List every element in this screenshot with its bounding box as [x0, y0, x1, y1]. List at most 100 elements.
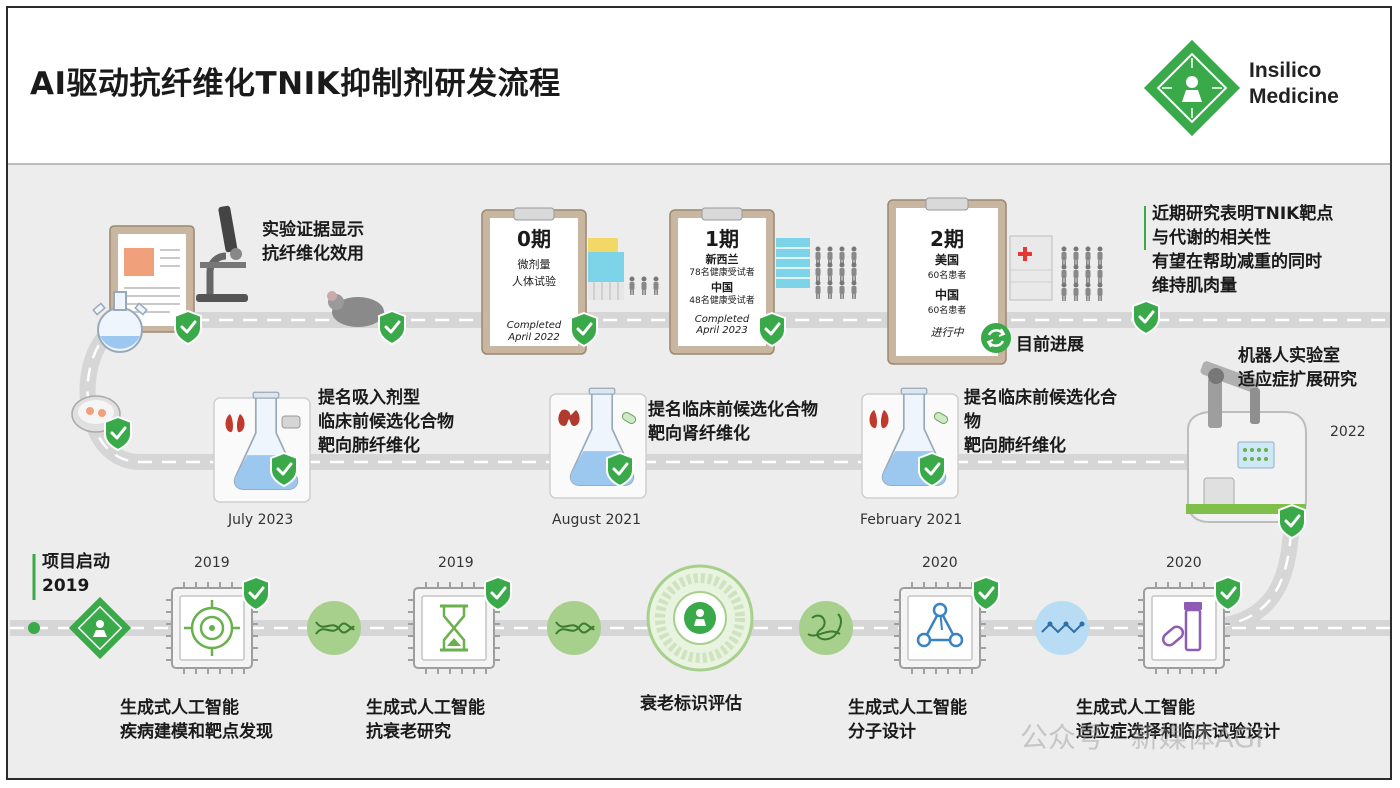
lung-line-2: 物: [964, 412, 981, 432]
page-title: AI驱动抗纤维化TNIK抑制剂研发流程: [30, 66, 561, 102]
research-line-3: 有望在帮助减重的同时: [1152, 252, 1322, 272]
insilico-logo-small-icon: [68, 596, 132, 660]
aging-line-2: 抗衰老研究: [366, 722, 451, 742]
bar-equipment-icon: [776, 238, 810, 288]
research-line-1: 近期研究表明TNIK靶点: [1152, 204, 1334, 224]
phase-2-place-2: 中国: [934, 288, 959, 302]
frame: [6, 6, 1392, 780]
lung-candidate-card: [861, 387, 959, 499]
molecule-line-2: 分子设计: [848, 722, 916, 742]
robot-lab-caption: 机器人实验室 适应症扩展研究: [1238, 344, 1357, 392]
kidney-caption: 提名临床前候选化合物 靶向肾纤维化: [648, 398, 818, 446]
phase-2-place-1: 美国: [934, 253, 959, 267]
phase-1-detail-2: 48名健康受试者: [689, 296, 755, 306]
trial-caption: 生成式人工智能 适应症选择和临床试验设计: [1076, 696, 1280, 744]
hourglass-chip: [407, 581, 501, 675]
logo-line-1: Insilico: [1249, 59, 1322, 82]
phase-2-clipboard: [887, 197, 1007, 365]
molecule-year: 2020: [922, 555, 958, 571]
phase-2-detail-2: 60名患者: [927, 306, 967, 316]
trial-line-1: 生成式人工智能: [1076, 698, 1195, 718]
phase-2-status: 进行中: [930, 326, 964, 339]
kidney-candidate-card: [549, 387, 647, 499]
insilico-logo-icon: [1143, 39, 1241, 137]
dna-icon: [306, 600, 362, 656]
logo-text: Insilico Medicine: [1249, 58, 1339, 110]
kidney-line-1: 提名临床前候选化合物: [648, 400, 818, 420]
people-group-icon: [815, 246, 857, 299]
aging-caption: 生成式人工智能 抗衰老研究: [366, 696, 485, 744]
research-line-2: 与代谢的相关性: [1152, 228, 1271, 248]
inhaled-candidate-card: [213, 391, 311, 503]
aging-line-1: 生成式人工智能: [366, 698, 485, 718]
phase-1-place-1: 新西兰: [705, 253, 739, 266]
phase-1-status-2: April 2023: [696, 325, 748, 336]
bar-equipment-icon: [588, 238, 624, 300]
current-progress-label: 目前进展: [1016, 335, 1084, 355]
target-year: 2019: [194, 555, 230, 571]
flask-with-liquid-icon: [92, 291, 148, 353]
target-line-1: 生成式人工智能: [120, 698, 239, 718]
phase-2-text: 2期 美国 60名患者 中国 60名患者 进行中: [896, 226, 998, 340]
molecule-line-1: 生成式人工智能: [848, 698, 967, 718]
trial-line-2: 适应症选择和临床试验设计: [1076, 722, 1280, 742]
robot-line-1: 机器人实验室: [1238, 346, 1340, 366]
lung-date: February 2021: [860, 512, 963, 528]
evidence-line-1: 实验证据显示: [262, 220, 364, 240]
medicine-bottle-chip: [1137, 581, 1231, 675]
phase-0-status-1: Completed: [506, 320, 562, 331]
start-year: 2019: [42, 576, 90, 596]
target-caption: 生成式人工智能 疾病建模和靶点发现: [120, 696, 273, 744]
evidence-caption: 实验证据显示 抗纤维化效用: [262, 218, 364, 266]
research-caption: 近期研究表明TNIK靶点 与代谢的相关性 有望在帮助减重的同时 维持肌肉量: [1152, 202, 1333, 298]
phase-2-detail-1: 60名患者: [927, 271, 967, 281]
inhaled-date: July 2023: [228, 512, 294, 528]
marker-line-1: 衰老标识评估: [640, 694, 742, 714]
in-progress-icon: [981, 323, 1011, 353]
kidney-line-2: 靶向肾纤维化: [648, 424, 750, 444]
shield-check-icon: [1131, 299, 1161, 336]
lung-line-1: 提名临床前候选化合: [964, 388, 1117, 408]
shield-check-icon: [173, 309, 203, 346]
watermark: 公众号 · 新媒体AGI: [1020, 721, 1264, 754]
phase-1-status-1: Completed: [694, 314, 750, 325]
inhaled-line-2: 临床前候选化合物: [318, 412, 454, 432]
hospital-icon: [1009, 235, 1053, 301]
phase-0-text: 0期 微剂量 人体试验 Completed April 2022: [490, 226, 578, 344]
evidence-line-2: 抗纤维化效用: [262, 244, 364, 264]
target-line-2: 疾病建模和靶点发现: [120, 722, 273, 742]
report-clipboard-icon: [109, 225, 195, 333]
inhaled-line-1: 提名吸入剂型: [318, 388, 420, 408]
people-group-icon: [1061, 246, 1103, 301]
start-label: 项目启动: [42, 552, 110, 572]
phase-1-detail-1: 78名健康受试者: [689, 268, 755, 278]
chemical-structure-icon: [1035, 601, 1089, 655]
research-line-4: 维持肌肉量: [1152, 276, 1237, 296]
robot-year: 2022: [1330, 424, 1366, 440]
phase-1-title: 1期: [705, 227, 739, 251]
lung-caption: 提名临床前候选化合 物 靶向肺纤维化: [964, 386, 1117, 458]
phase-0-status-2: April 2022: [508, 332, 560, 343]
inhaled-caption: 提名吸入剂型 临床前候选化合物 靶向肺纤维化: [318, 386, 454, 458]
molecule-chip: [893, 581, 987, 675]
phase-1-place-2: 中国: [711, 281, 733, 294]
kidney-date: August 2021: [552, 512, 642, 528]
phase-0-title: 0期: [517, 227, 551, 251]
phase-2-title: 2期: [930, 227, 964, 251]
start-marker: [28, 554, 40, 634]
shield-check-icon: [377, 309, 407, 346]
robot-lab-icon: [1186, 361, 1307, 523]
phase-1-text: 1期 新西兰 78名健康受试者 中国 48名健康受试者 Completed Ap…: [678, 226, 766, 336]
aging-year: 2019: [438, 555, 474, 571]
protein-icon: [799, 601, 853, 655]
dna-icon: [546, 600, 602, 656]
phase-0-line-2: 人体试验: [512, 275, 556, 288]
marker-caption: 衰老标识评估: [640, 692, 742, 716]
phase-0-clipboard: [481, 207, 587, 355]
phase-0-line-1: 微剂量: [517, 258, 551, 271]
lung-line-3: 靶向肺纤维化: [964, 436, 1066, 456]
aging-clock-icon: [646, 564, 754, 672]
research-accent-bar: [1144, 206, 1146, 250]
